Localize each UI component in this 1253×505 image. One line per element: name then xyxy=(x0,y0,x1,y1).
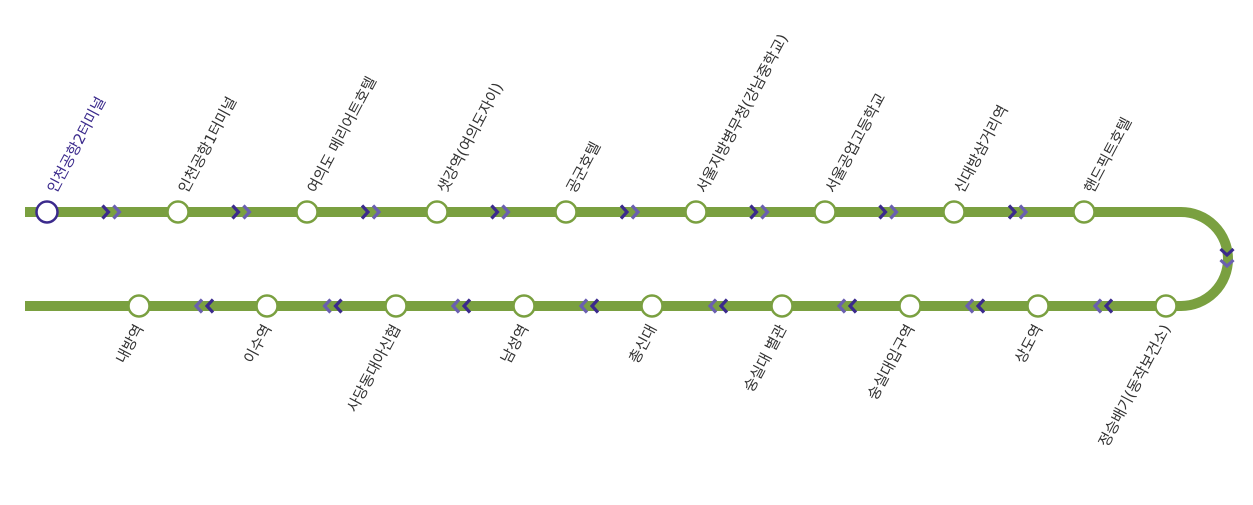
chevron-icon xyxy=(193,298,204,314)
chevron-icon xyxy=(964,298,975,314)
chevron-icon xyxy=(889,204,899,220)
station-marker[interactable] xyxy=(770,294,794,318)
chevron-icon xyxy=(749,204,759,220)
station-label: 여의도 메리어트호텔 xyxy=(304,74,380,196)
chevron-icon xyxy=(760,204,770,220)
stations: 인천공항2터미널 인천공항1터미널 여의도 메리어트호텔 샛강역(여의도자이) 공군호텔… xyxy=(35,31,1178,450)
chevron-icon xyxy=(975,298,986,314)
chevron-icon xyxy=(490,204,500,220)
chevron-icon xyxy=(371,204,382,220)
station-label: 샛강역(여의도자이) xyxy=(434,80,507,196)
station-label: 남성역 xyxy=(497,321,532,366)
chevron-icon xyxy=(450,298,461,314)
station-label: 이수역 xyxy=(240,321,275,366)
arrow-left-icon xyxy=(193,298,215,314)
station-marker[interactable] xyxy=(425,200,449,224)
station-marker[interactable] xyxy=(166,200,190,224)
chevron-icon xyxy=(878,204,888,220)
arrow-right-icon xyxy=(490,204,511,220)
arrow-right-icon xyxy=(878,204,899,220)
direction-arrows xyxy=(101,204,1235,314)
current-station-label: 인천공항2터미널 xyxy=(44,94,110,196)
station-label: 신대방삼거리역 xyxy=(951,102,1012,196)
station-label: 총신대 xyxy=(625,321,660,366)
current-station-marker[interactable] xyxy=(35,200,59,224)
arrow-right-icon xyxy=(1007,204,1029,220)
station-marker[interactable] xyxy=(942,200,966,224)
chevron-icon xyxy=(589,298,600,314)
chevron-icon xyxy=(836,298,847,314)
arrow-left-icon xyxy=(964,298,986,314)
arrow-down-icon xyxy=(1219,247,1235,269)
arrow-left-icon xyxy=(1092,298,1114,314)
chevron-icon xyxy=(1219,247,1235,258)
station-marker[interactable] xyxy=(384,294,408,318)
station-label: 서울지방병무청(강남중학교) xyxy=(693,31,792,196)
station-label: 공군호텔 xyxy=(563,139,605,196)
station-marker[interactable] xyxy=(813,200,837,224)
arrow-right-icon xyxy=(749,204,770,220)
station-label: 내방역 xyxy=(112,321,147,366)
chevron-icon xyxy=(1219,258,1235,269)
chevron-icon xyxy=(707,298,718,314)
arrow-right-icon xyxy=(231,204,252,220)
station-marker[interactable] xyxy=(684,200,708,224)
arrow-right-icon xyxy=(360,204,382,220)
station-label: 서울공업고등학교 xyxy=(822,90,890,196)
station-label: 숭실대 별관 xyxy=(740,321,791,395)
chevron-icon xyxy=(1018,204,1029,220)
station-label: 핸드픽트호텔 xyxy=(1081,114,1136,196)
chevron-icon xyxy=(718,298,729,314)
chevron-icon xyxy=(461,298,472,314)
station-marker[interactable] xyxy=(640,294,664,318)
chevron-icon xyxy=(112,204,122,220)
chevron-icon xyxy=(1007,204,1018,220)
arrow-right-icon xyxy=(619,204,641,220)
station-marker[interactable] xyxy=(1072,200,1096,224)
chevron-icon xyxy=(578,298,589,314)
station-label: 상도역 xyxy=(1011,321,1046,366)
station-marker[interactable] xyxy=(512,294,536,318)
station-label: 사당동대아신협 xyxy=(343,321,404,415)
route-line-path xyxy=(25,207,1233,311)
arrow-left-icon xyxy=(707,298,729,314)
chevron-icon xyxy=(322,298,332,314)
station-marker[interactable] xyxy=(1154,294,1178,318)
station-label: 인천공항1터미널 xyxy=(175,94,241,196)
arrow-left-icon xyxy=(322,298,343,314)
route-line xyxy=(25,207,1233,311)
arrow-left-icon xyxy=(836,298,858,314)
station-marker[interactable] xyxy=(295,200,319,224)
chevron-icon xyxy=(333,298,343,314)
station-marker[interactable] xyxy=(1026,294,1050,318)
chevron-icon xyxy=(619,204,630,220)
chevron-icon xyxy=(204,298,215,314)
arrow-left-icon xyxy=(578,298,600,314)
chevron-icon xyxy=(1103,298,1114,314)
chevron-icon xyxy=(101,204,111,220)
chevron-icon xyxy=(242,204,252,220)
station-label: 숭실대입구역 xyxy=(864,321,919,403)
chevron-icon xyxy=(1092,298,1103,314)
station-marker[interactable] xyxy=(127,294,151,318)
chevron-icon xyxy=(630,204,641,220)
station-label: 정승배기(동작보건소) xyxy=(1095,321,1175,449)
station-marker[interactable] xyxy=(255,294,279,318)
arrow-left-icon xyxy=(450,298,472,314)
chevron-icon xyxy=(847,298,858,314)
chevron-icon xyxy=(231,204,241,220)
chevron-icon xyxy=(501,204,511,220)
arrow-right-icon xyxy=(101,204,122,220)
station-marker[interactable] xyxy=(898,294,922,318)
station-marker[interactable] xyxy=(554,200,578,224)
chevron-icon xyxy=(360,204,371,220)
